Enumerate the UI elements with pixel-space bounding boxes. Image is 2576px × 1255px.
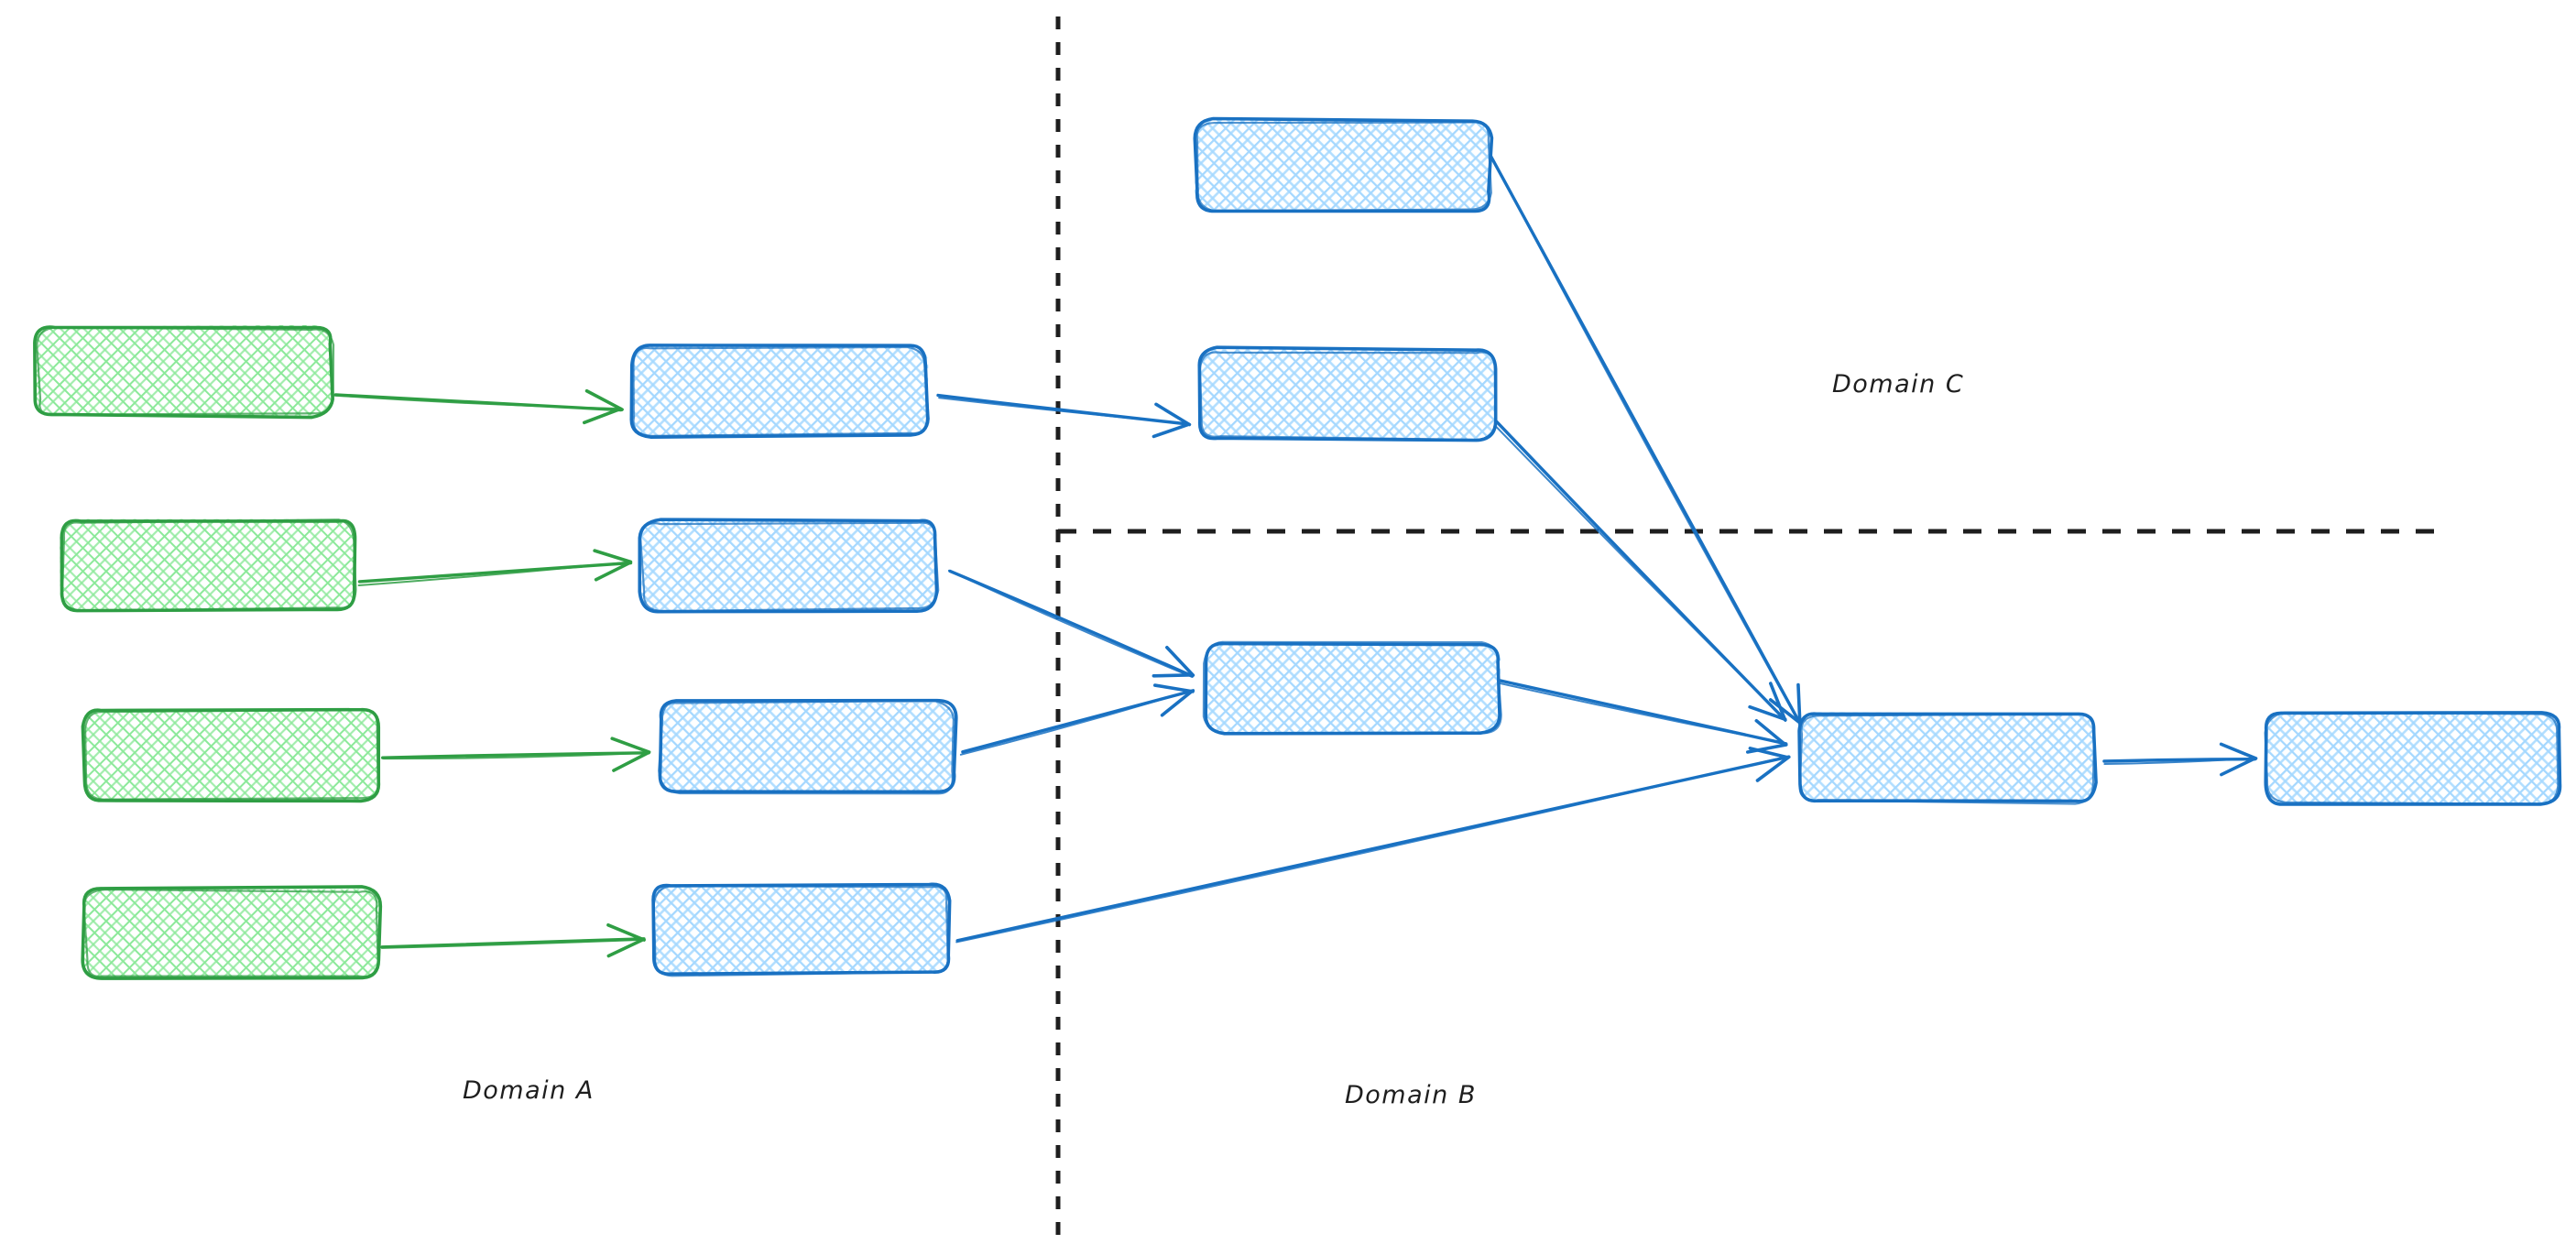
node-c3[interactable]	[1202, 640, 1502, 736]
node-a1[interactable]	[33, 324, 335, 420]
edge-c1-to-hub	[1484, 145, 1803, 726]
edge-layer	[332, 145, 2258, 958]
domain-b-label: Domain B	[1345, 1081, 1477, 1109]
edge-b2-to-c3	[947, 569, 1195, 678]
node-a4[interactable]	[81, 885, 383, 980]
domain-a-label: Domain A	[463, 1076, 595, 1105]
edge-c2-to-hub	[1490, 418, 1787, 722]
edge-b1-to-c2	[936, 393, 1192, 439]
node-a2[interactable]	[60, 518, 357, 613]
edge-a2-to-b2	[357, 549, 633, 587]
edge-a4-to-b4	[380, 922, 646, 958]
node-b2[interactable]	[638, 518, 940, 614]
node-b4[interactable]	[651, 882, 952, 977]
node-a3[interactable]	[81, 707, 381, 803]
edge-a1-to-b1	[332, 388, 624, 425]
node-b1[interactable]	[629, 344, 930, 439]
domain-c-label: Domain C	[1832, 370, 1965, 398]
divider-layer	[1055, 16, 2448, 1237]
node-layer	[33, 116, 2562, 980]
edge-b3-to-c3	[959, 683, 1195, 756]
node-c2[interactable]	[1197, 345, 1498, 442]
node-out[interactable]	[2264, 711, 2562, 806]
edge-a3-to-b3	[381, 737, 651, 772]
edge-b4-to-hub	[955, 747, 1791, 944]
node-hub[interactable]	[1797, 712, 2098, 805]
node-b3[interactable]	[658, 698, 958, 795]
edge-hub-to-out	[2102, 742, 2258, 777]
edge-c3-to-hub	[1498, 679, 1788, 754]
node-c1[interactable]	[1193, 116, 1494, 213]
